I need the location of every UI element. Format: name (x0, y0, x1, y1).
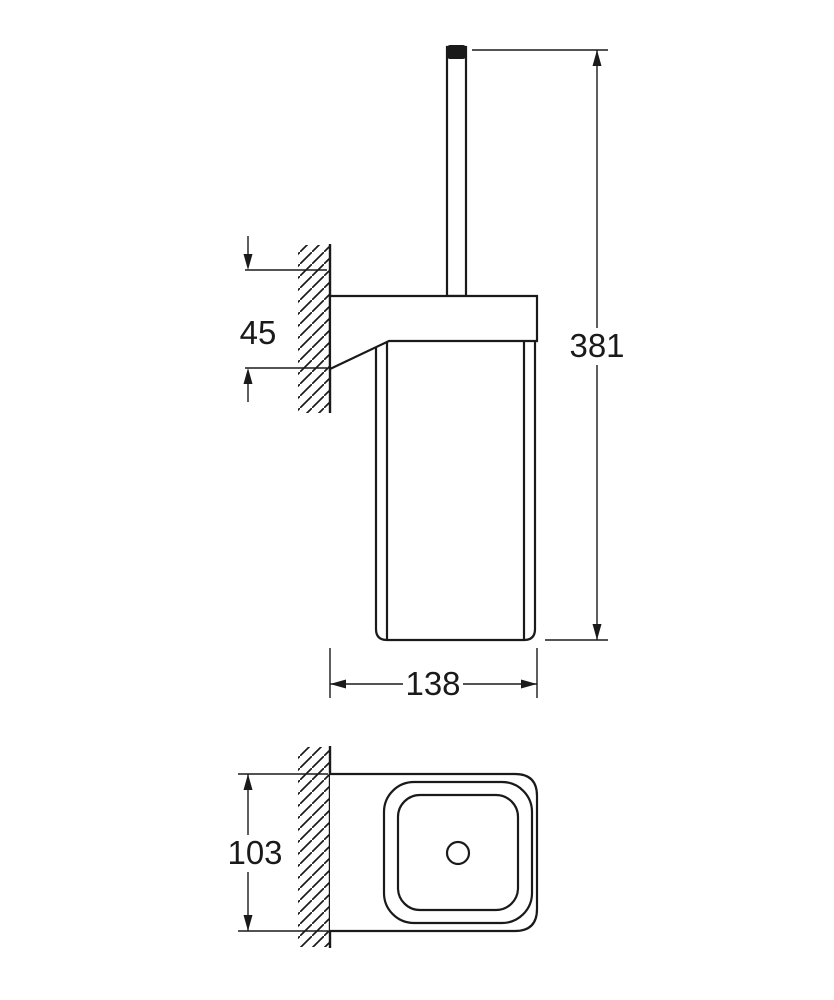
container-outer-wall (374, 341, 537, 642)
dimension-bracket-height: 45 (240, 236, 327, 402)
label-mask (403, 666, 463, 702)
brush-container-front (374, 341, 537, 642)
brush-handle-cap (447, 45, 466, 59)
brush-handle-shaft (445, 45, 468, 298)
label-mask (567, 328, 627, 365)
wall-bracket-arm (328, 294, 539, 371)
dimension-depth: 138 (329, 648, 538, 702)
container-center-circle (445, 840, 471, 866)
brush-handle (445, 45, 468, 298)
dimension-total-height: 381 (472, 49, 627, 641)
front-view: 381 45 138 (240, 45, 627, 702)
dimension-label-width: 103 (227, 834, 282, 871)
dim-arrow-down (243, 915, 253, 931)
dim-arrow-down (243, 254, 253, 270)
dim-arrow-right (521, 679, 537, 689)
dimension-width: 103 (225, 773, 328, 932)
dim-arrow-up (243, 368, 253, 384)
dim-arrow-left (330, 679, 346, 689)
top-view: 103 (225, 746, 539, 948)
dim-arrow-up (243, 774, 253, 790)
wall-hatch-top (298, 747, 330, 947)
label-mask (225, 835, 285, 872)
wall-hatch-front (298, 245, 330, 413)
dim-arrow-up (592, 50, 602, 66)
dim-arrow-down (592, 624, 602, 640)
dimension-label-bracket-height: 45 (240, 314, 277, 351)
dimension-label-total-height: 381 (569, 327, 624, 364)
dimension-label-depth: 138 (405, 665, 460, 702)
